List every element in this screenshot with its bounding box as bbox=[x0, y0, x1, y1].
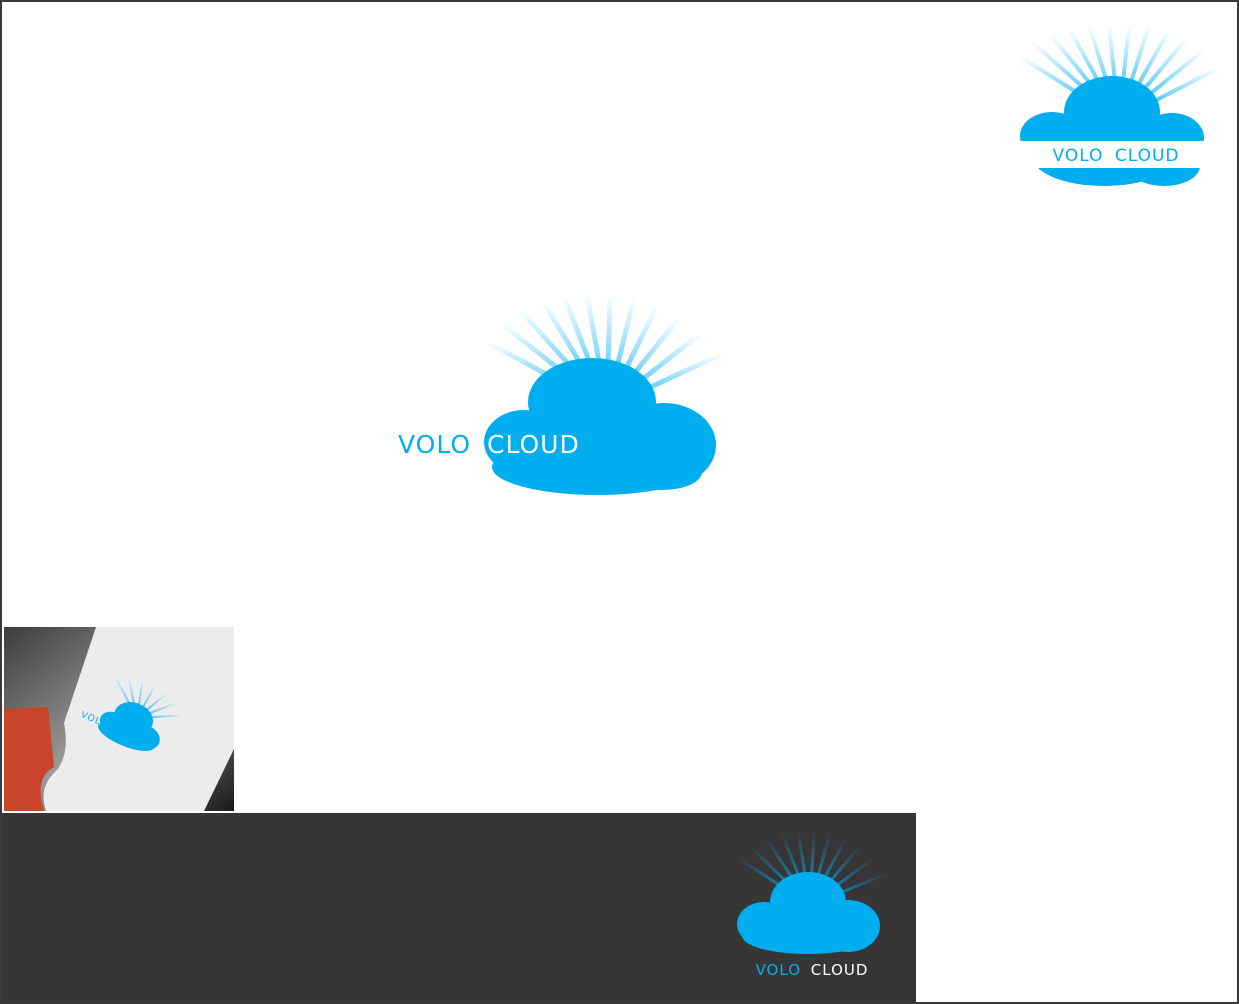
brand-word-cloud: CLOUD bbox=[487, 430, 580, 459]
red-card bbox=[4, 707, 54, 811]
cloud-icon bbox=[1020, 76, 1204, 186]
mockup-image: VOLO CLOUD bbox=[4, 627, 234, 811]
logo-dark: VOLO CLOUD bbox=[736, 830, 888, 979]
brand-word-volo: VOLO bbox=[756, 961, 801, 979]
brand-word-volo: VOLO bbox=[398, 430, 471, 459]
logo-center: VOLO CLOUD bbox=[398, 292, 725, 495]
brand-text-top-right: VOLO CLOUD bbox=[1052, 146, 1179, 166]
brand-text-dark: VOLO CLOUD bbox=[756, 961, 869, 979]
text-band bbox=[1020, 141, 1205, 168]
brand-text-center: VOLO CLOUD bbox=[398, 430, 580, 459]
cloud-icon bbox=[484, 358, 716, 495]
brand-word-cloud: CLOUD bbox=[811, 961, 869, 979]
brand-word-cloud: CLOUD bbox=[1115, 146, 1180, 166]
mockup-logo: VOLO CLOUD bbox=[79, 675, 183, 751]
cloud-icon bbox=[737, 872, 880, 954]
logo-top-right: VOLO CLOUD bbox=[1017, 24, 1221, 186]
cloud-icon bbox=[98, 702, 160, 751]
brand-word-volo: VOLO bbox=[1052, 146, 1103, 166]
